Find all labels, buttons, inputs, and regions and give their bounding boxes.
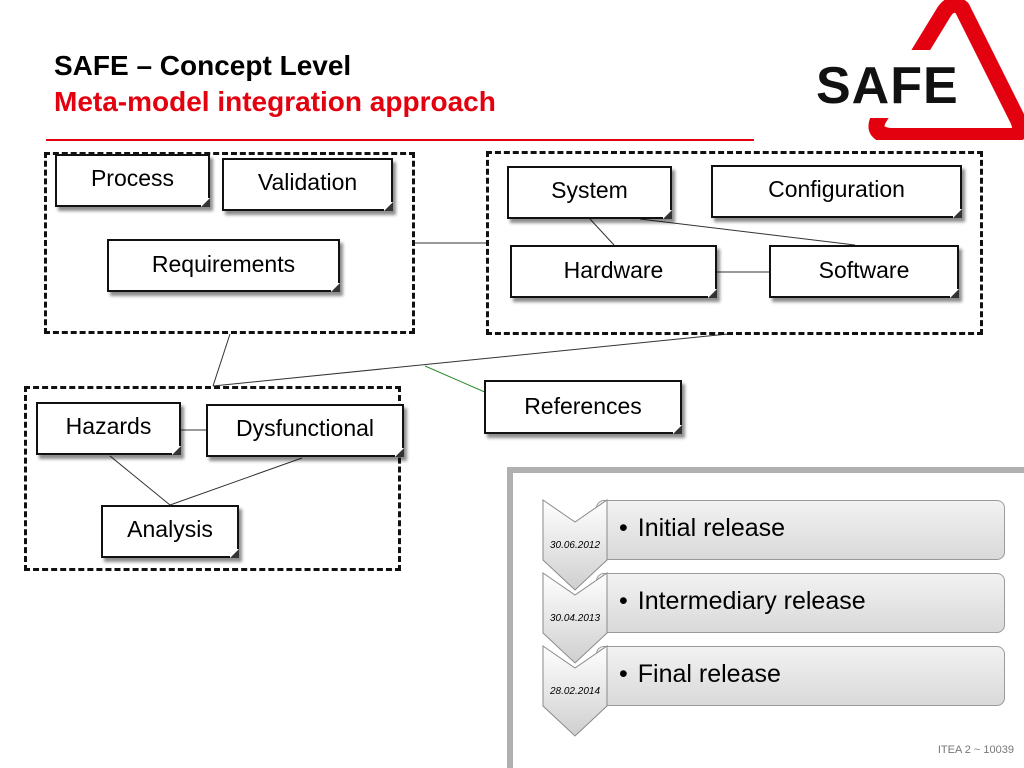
bullet-icon: • — [619, 660, 628, 688]
chevron-down-icon — [542, 572, 608, 664]
node-requirements: Requirements — [107, 239, 340, 292]
page-title: SAFE – Concept Level — [54, 50, 352, 81]
release-label: Initial release — [637, 514, 786, 542]
link-left-group-to-analysis-group — [212, 333, 231, 387]
node-hazards: Hazards — [36, 402, 181, 455]
release-date: 30.04.2013 — [549, 613, 601, 624]
release-item-intermediary: • Intermediary release — [596, 573, 1005, 633]
release-date: 30.06.2012 — [549, 540, 601, 551]
release-label: Final release — [637, 660, 781, 688]
footer-text: ITEA 2 ~ 10039 — [937, 744, 1014, 756]
link-references — [424, 365, 488, 394]
release-date: 28.02.2014 — [549, 686, 601, 697]
node-software: Software — [769, 245, 959, 298]
node-process: Process — [55, 154, 210, 207]
node-system: System — [507, 166, 672, 219]
node-hardware: Hardware — [510, 245, 717, 298]
group-safety-analysis — [24, 386, 401, 571]
release-item-initial: • Initial release — [596, 500, 1005, 560]
release-item-final: • Final release — [596, 646, 1005, 706]
safe-logo-triangle-icon — [812, 0, 1024, 140]
release-label: Intermediary release — [637, 587, 866, 615]
link-right-group-to-analysis-group — [212, 333, 729, 387]
group-system-architecture — [486, 151, 983, 335]
node-dysfunctional: Dysfunctional — [206, 404, 404, 457]
node-analysis: Analysis — [101, 505, 239, 558]
safe-logo-text: SAFE — [816, 57, 959, 115]
title-divider — [46, 139, 754, 141]
chevron-down-icon — [542, 499, 608, 591]
bullet-icon: • — [619, 587, 628, 615]
node-validation: Validation — [222, 158, 393, 211]
bullet-icon: • — [619, 514, 628, 542]
chevron-down-icon — [542, 645, 608, 737]
node-configuration: Configuration — [711, 165, 962, 218]
group-process-requirements — [44, 152, 415, 334]
node-references: References — [484, 380, 682, 434]
page-subtitle: Meta-model integration approach — [54, 86, 496, 117]
